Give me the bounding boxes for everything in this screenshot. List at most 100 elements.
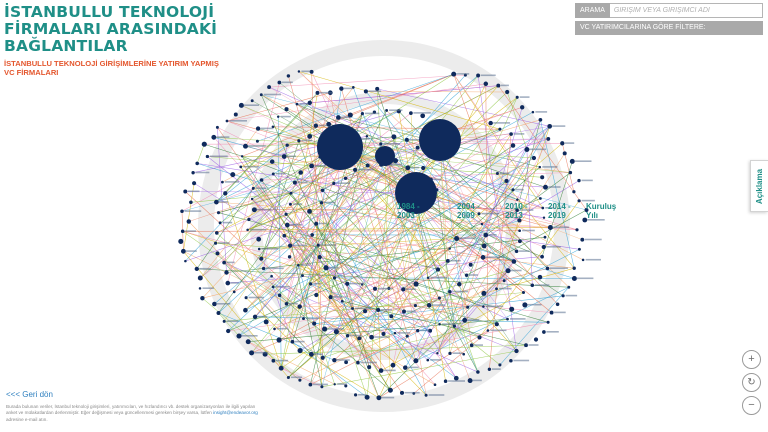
startup-node bbox=[514, 249, 519, 254]
startup-node bbox=[426, 358, 430, 362]
aciklama-tab[interactable]: Açıklama bbox=[750, 160, 768, 212]
startup-node bbox=[469, 343, 474, 348]
era-label-2014-2019: 2014 -2019 bbox=[548, 202, 571, 220]
startup-nodes[interactable] bbox=[178, 69, 589, 401]
connection-edge bbox=[298, 71, 500, 130]
startup-node bbox=[215, 251, 220, 256]
startup-node bbox=[269, 159, 275, 164]
connection-edge bbox=[365, 91, 509, 271]
startup-label-mark bbox=[488, 234, 497, 236]
startup-node bbox=[505, 89, 510, 95]
startup-label-mark bbox=[184, 210, 202, 212]
startup-node bbox=[289, 191, 293, 195]
startup-label-mark bbox=[275, 172, 286, 175]
connection-edge bbox=[183, 183, 195, 252]
vc-hubs[interactable] bbox=[317, 119, 461, 214]
startup-node bbox=[457, 281, 462, 287]
startup-node bbox=[332, 276, 337, 280]
connection-edge bbox=[185, 191, 382, 371]
startup-node bbox=[496, 83, 501, 88]
era-label-2004-2009: 2004 -2009 bbox=[457, 202, 480, 220]
startup-node bbox=[546, 320, 550, 324]
startup-node bbox=[495, 171, 499, 176]
startup-node bbox=[524, 343, 528, 348]
connection-edge bbox=[313, 323, 335, 385]
startup-node bbox=[270, 274, 273, 278]
investment-edge bbox=[263, 155, 386, 269]
startup-label-mark bbox=[357, 168, 375, 171]
connection-edge bbox=[285, 214, 363, 285]
connection-edge bbox=[359, 297, 440, 339]
startup-node bbox=[344, 384, 348, 388]
startup-node bbox=[214, 231, 219, 235]
connection-edge bbox=[406, 139, 558, 305]
connection-edge bbox=[274, 248, 450, 330]
startup-node bbox=[255, 126, 261, 131]
startup-node bbox=[531, 155, 537, 161]
startup-node bbox=[307, 133, 313, 139]
startup-label-mark bbox=[430, 359, 441, 361]
startup-label-mark bbox=[564, 142, 575, 144]
connection-edge bbox=[286, 92, 331, 304]
startup-label-mark bbox=[420, 329, 430, 332]
footer-text-after: adresine e-mail atın. bbox=[6, 416, 48, 422]
startup-node bbox=[323, 265, 329, 271]
zoom-in-button[interactable]: + bbox=[742, 350, 761, 369]
startup-node bbox=[468, 262, 473, 267]
startup-label-mark bbox=[250, 228, 267, 231]
title-line: FİRMALARI ARASINDAKİ bbox=[4, 20, 218, 38]
startup-node bbox=[577, 199, 581, 203]
startup-node bbox=[286, 74, 291, 78]
startup-node bbox=[197, 275, 203, 281]
connection-edge bbox=[479, 200, 580, 338]
startup-node bbox=[436, 351, 439, 355]
startup-node bbox=[363, 89, 368, 94]
startup-label-mark bbox=[313, 353, 323, 355]
investment-edge bbox=[240, 155, 386, 168]
vc-filter-dropdown[interactable]: VC YATIRIMCILARINA GÖRE FİLTERE: bbox=[575, 21, 763, 35]
startup-label-mark bbox=[280, 115, 291, 118]
startup-node bbox=[178, 238, 184, 244]
startup-node bbox=[288, 202, 292, 206]
startup-node bbox=[309, 282, 313, 286]
startup-node bbox=[277, 80, 282, 85]
zoom-out-button[interactable]: − bbox=[742, 396, 761, 415]
connection-edge bbox=[415, 283, 430, 306]
connection-edge bbox=[377, 309, 382, 371]
connection-edge bbox=[334, 277, 575, 279]
startup-label-mark bbox=[413, 112, 431, 114]
startup-node bbox=[547, 224, 553, 231]
connection-edge bbox=[213, 137, 534, 159]
investment-edge bbox=[321, 155, 386, 387]
startup-node bbox=[257, 247, 261, 251]
investment-edge bbox=[216, 139, 441, 234]
startup-label-mark bbox=[364, 112, 380, 115]
startup-node bbox=[438, 323, 441, 326]
search-input[interactable] bbox=[609, 3, 763, 18]
subtitle-line: İSTANBULLU TEKNOLOJİ GİRİŞİMLERİNE YATIR… bbox=[4, 59, 219, 68]
footer-email-link[interactable]: insight@endeavor.org bbox=[213, 410, 258, 416]
startup-node bbox=[251, 186, 255, 190]
startup-label-mark bbox=[584, 238, 602, 241]
startup-node bbox=[385, 108, 389, 112]
footer-note: Burada bulunan veriler, İstanbul teknolo… bbox=[6, 404, 258, 423]
startup-label-mark bbox=[226, 320, 239, 322]
startup-label-mark bbox=[337, 383, 348, 385]
connection-edge bbox=[218, 312, 240, 337]
startup-node bbox=[276, 115, 280, 119]
investment-edge bbox=[278, 146, 341, 341]
connection-edge bbox=[540, 119, 575, 269]
startup-label-mark bbox=[585, 258, 601, 261]
back-link[interactable]: <<< Geri dön bbox=[6, 390, 53, 399]
startup-node bbox=[520, 105, 525, 110]
connection-edge bbox=[314, 323, 431, 331]
startup-label-mark bbox=[442, 323, 457, 325]
startup-label-mark bbox=[333, 296, 343, 298]
zoom-reset-button[interactable]: ↻ bbox=[742, 373, 761, 392]
startup-label-mark bbox=[389, 109, 403, 111]
startup-label-mark bbox=[218, 201, 229, 203]
startup-node bbox=[476, 370, 480, 374]
startup-label-mark bbox=[430, 276, 448, 279]
startup-node bbox=[506, 317, 509, 321]
